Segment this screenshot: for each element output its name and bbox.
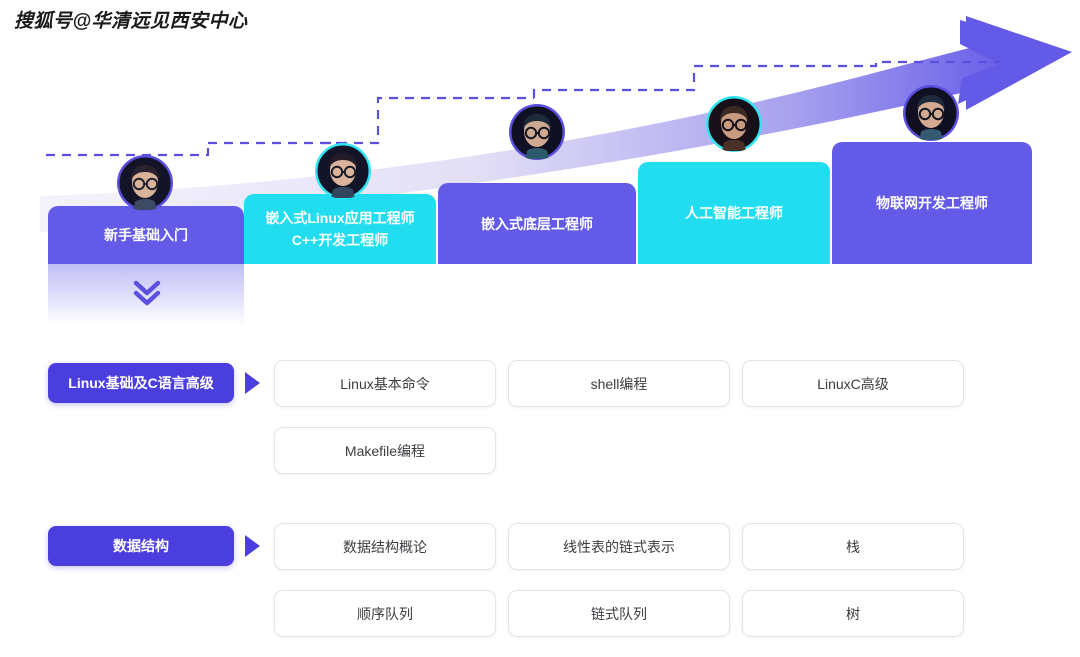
step-card-2-label-line1: 嵌入式Linux应用工程师 [265,210,415,226]
course-item[interactable]: LinuxC高级 [742,360,964,407]
course-label: Makefile编程 [344,442,426,459]
avatar-ai-icon [706,96,762,152]
module-tag-2[interactable]: 数据结构 [48,526,234,566]
avatar-iot-icon [903,85,959,141]
ribbon-shape [40,40,1000,232]
course-item[interactable]: 线性表的链式表示 [508,523,730,570]
triangle-right-icon-1 [245,372,260,394]
course-item[interactable]: 链式队列 [508,590,730,637]
course-item[interactable]: Makefile编程 [274,427,496,474]
chevron-double-down-icon[interactable] [130,274,164,313]
step-card-5[interactable]: 物联网开发工程师 [832,142,1032,264]
avatar-step-1 [117,155,173,211]
arrow-right-fill [958,20,1070,104]
module-tag-1[interactable]: Linux基础及C语言高级 [48,363,234,403]
course-label: 数据结构概论 [343,538,427,555]
step-card-4-label: 人工智能工程师 [685,205,783,221]
dashed-step-connector [46,60,1000,157]
module-tag-1-label: Linux基础及C语言高级 [68,375,214,391]
avatar-student-icon [117,155,173,211]
module-tag-2-label: 数据结构 [113,538,169,554]
career-path-graphic [40,16,1072,232]
avatar-step-5 [903,85,959,141]
course-label: 栈 [846,538,860,555]
step-card-3-label: 嵌入式底层工程师 [481,215,593,232]
course-item[interactable]: shell编程 [508,360,730,407]
triangle-right-icon-2 [245,535,260,557]
avatar-step-4 [706,96,762,152]
step-card-3[interactable]: 嵌入式底层工程师 [438,183,636,264]
watermark-text: 搜狐号@华清远见西安中心 [14,11,248,32]
avatar-developer-icon [509,104,565,160]
course-label: shell编程 [590,375,648,392]
step-card-2-label-line2: C++开发工程师 [291,232,389,248]
course-label: Linux基本命令 [340,375,430,392]
step-card-1-label: 新手基础入门 [104,227,188,243]
course-label: 线性表的链式表示 [563,538,675,555]
course-item[interactable]: 栈 [742,523,964,570]
course-item[interactable]: 树 [742,590,964,637]
course-item[interactable]: 顺序队列 [274,590,496,637]
course-label: 顺序队列 [357,605,413,622]
course-label: 链式队列 [591,605,647,622]
course-label: 树 [846,605,860,622]
ribbon-and-arrow [40,16,1072,232]
avatar-engineer-icon [315,143,371,199]
course-item[interactable]: 数据结构概论 [274,523,496,570]
avatar-step-3 [509,104,565,160]
step-card-4[interactable]: 人工智能工程师 [638,162,830,264]
avatar-step-2 [315,143,371,199]
course-label: LinuxC高级 [817,375,889,392]
step-card-2[interactable]: 嵌入式Linux应用工程师 C++开发工程师 [244,194,436,264]
step-card-5-label: 物联网开发工程师 [876,195,988,211]
step-card-1[interactable]: 新手基础入门 [48,206,244,264]
course-item[interactable]: Linux基本命令 [274,360,496,407]
